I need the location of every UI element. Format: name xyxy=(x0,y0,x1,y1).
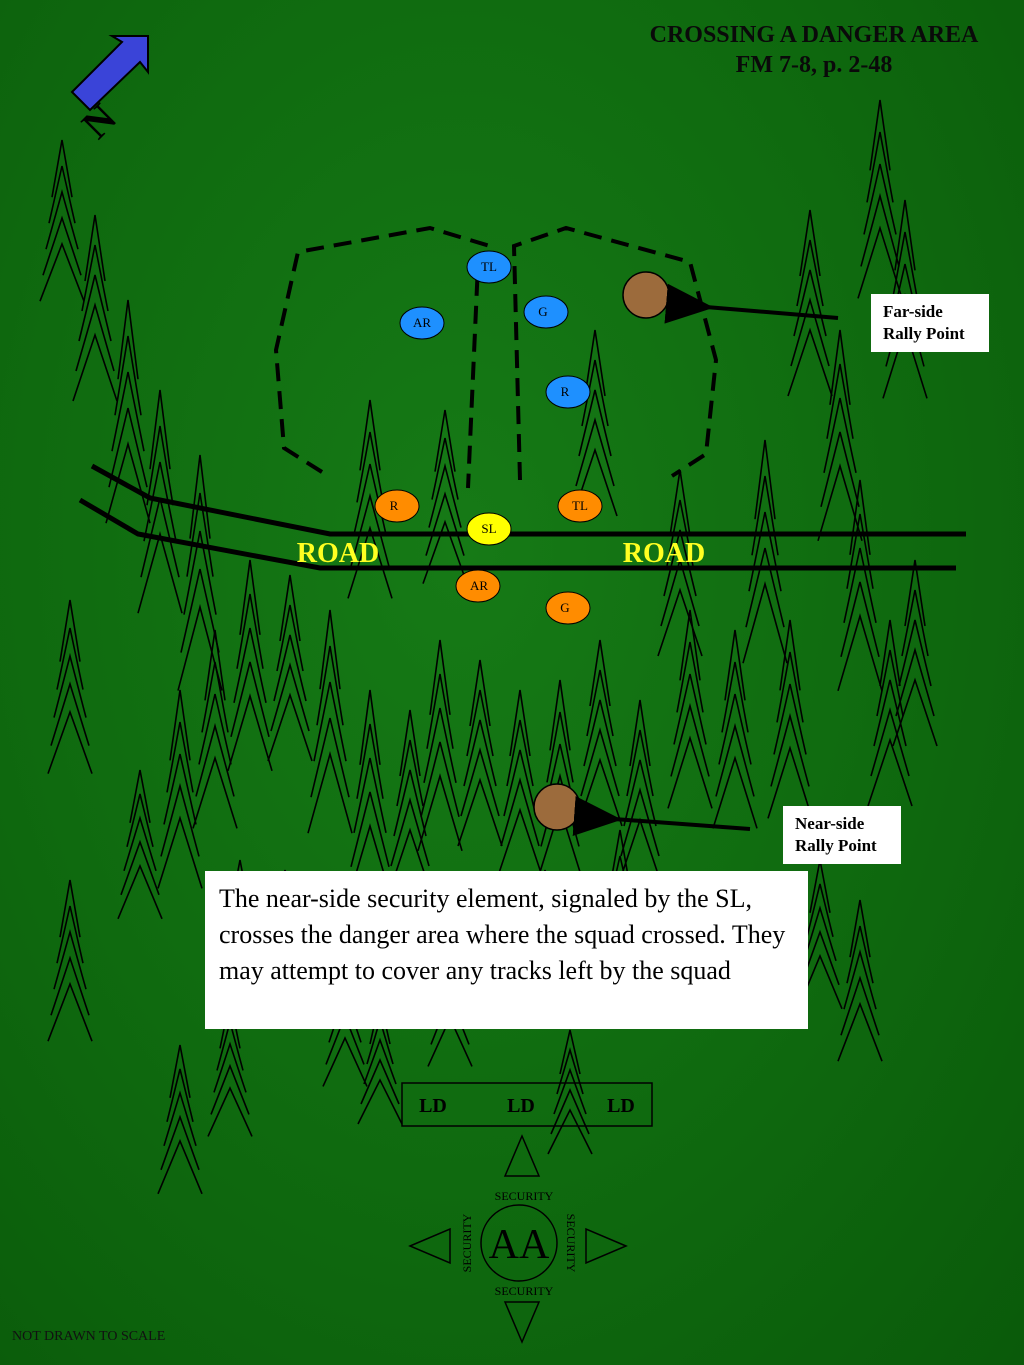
squad-leader-label: SL xyxy=(481,521,496,536)
tree-glyph xyxy=(572,329,618,517)
near-security-g-label: G xyxy=(560,600,569,615)
far-squad-tl-label: TL xyxy=(481,259,497,274)
far-squad-ar-marker xyxy=(399,306,445,340)
aa-west-triangle xyxy=(408,1227,451,1265)
road-label-right: ROAD xyxy=(623,538,705,569)
near-security-tl-label: TL xyxy=(572,498,588,513)
aa-north-triangle xyxy=(503,1134,541,1177)
ld-label-3: LD xyxy=(607,1095,635,1117)
north-label: N xyxy=(73,95,125,147)
title-line-2: FM 7-8, p. 2-48 xyxy=(735,52,893,78)
near-side-rally-callout: Near-side Rally Point xyxy=(783,806,901,864)
tree-glyph xyxy=(667,609,713,809)
title-line-1: CROSSING A DANGER AREA xyxy=(649,22,979,48)
ld-label-1: LD xyxy=(419,1095,447,1117)
near-side-callout-line-2: Rally Point xyxy=(795,836,877,855)
tree-layer xyxy=(39,99,938,1195)
description-box: The near-side security element, signaled… xyxy=(205,871,808,1029)
tree-glyph xyxy=(837,479,883,692)
tree-glyph xyxy=(157,689,203,889)
tree-glyph xyxy=(457,659,503,847)
squad-leader-marker xyxy=(466,512,512,546)
tree-glyph xyxy=(347,399,393,599)
far-squad-ar-label: AR xyxy=(413,315,431,330)
near-security-r-label: R xyxy=(390,498,399,513)
far-squad-r-marker xyxy=(545,375,591,409)
tree-glyph xyxy=(892,559,938,747)
tree-glyph xyxy=(537,679,583,879)
tree-glyph xyxy=(422,409,468,584)
near-security-ar-label: AR xyxy=(470,578,488,593)
tree-glyph xyxy=(867,619,913,807)
aa-security-right: SECURITY xyxy=(564,1214,578,1273)
far-squad-r-label: R xyxy=(561,384,570,399)
tree-glyph xyxy=(742,439,788,664)
tree-glyph xyxy=(72,214,118,402)
tree-glyph xyxy=(117,769,163,920)
tree-glyph xyxy=(577,639,623,827)
far-squad-g-label: G xyxy=(538,304,547,319)
far-side-rally-arrow xyxy=(664,283,839,324)
near-side-callout-line-1: Near-side xyxy=(795,814,865,833)
far-side-callout-line-1: Far-side xyxy=(883,302,943,321)
aa-label: AA xyxy=(489,1222,550,1268)
near-security-r-marker xyxy=(374,489,420,523)
far-squad: TL AR G R xyxy=(399,250,591,409)
road-label-left: ROAD xyxy=(297,538,379,569)
tree-glyph xyxy=(47,879,93,1042)
tree-glyph xyxy=(817,329,863,542)
far-squad-g-marker xyxy=(523,295,569,329)
line-of-departure: LD LD LD xyxy=(401,1082,653,1127)
far-side-callout-line-2: Rally Point xyxy=(883,324,965,343)
assembly-area xyxy=(408,1134,628,1344)
tree-glyph xyxy=(712,629,758,829)
near-security-element: R TL AR G xyxy=(374,489,603,625)
tree-glyph xyxy=(857,99,903,299)
tree-glyph xyxy=(417,639,463,852)
aa-east-triangle xyxy=(585,1227,628,1265)
near-side-rally-arrow xyxy=(572,796,751,837)
tree-glyph xyxy=(177,454,223,691)
tree-glyph xyxy=(547,1029,593,1155)
tree-glyph xyxy=(617,699,663,887)
tree-glyph xyxy=(267,574,313,762)
tree-glyph xyxy=(497,689,543,877)
tree-glyph xyxy=(47,599,93,774)
diagram-title: CROSSING A DANGER AREA FM 7-8, p. 2-48 xyxy=(624,20,1004,80)
tree-glyph xyxy=(347,689,393,902)
tree-glyph xyxy=(387,709,433,897)
north-arrow: N xyxy=(70,35,149,147)
tree-glyph xyxy=(307,609,353,834)
near-side-rally-point xyxy=(533,783,581,831)
tree-glyph xyxy=(157,1044,203,1195)
aa-circle xyxy=(480,1204,558,1282)
near-security-g-marker xyxy=(545,591,591,625)
near-security-ar-marker xyxy=(455,569,501,603)
aa-south-triangle xyxy=(503,1301,541,1344)
ld-label-2: LD xyxy=(507,1095,535,1117)
tree-glyph xyxy=(227,559,273,772)
aa-security-bottom: SECURITY xyxy=(495,1284,554,1298)
tree-glyph xyxy=(39,139,85,302)
not-to-scale-note: NOT DRAWN TO SCALE xyxy=(12,1329,166,1344)
far-side-rally-callout: Far-side Rally Point xyxy=(871,294,989,352)
tree-glyph xyxy=(837,899,883,1062)
tree-glyph xyxy=(137,389,183,614)
tree-glyph xyxy=(767,619,813,819)
tree-glyph xyxy=(105,299,151,524)
far-side-rally-point xyxy=(622,271,670,319)
tree-glyph xyxy=(192,629,238,829)
tree-glyph xyxy=(882,199,928,399)
aa-security-top: SECURITY xyxy=(495,1189,554,1203)
tree-glyph xyxy=(787,209,833,397)
far-squad-tl-marker xyxy=(466,250,512,284)
road xyxy=(78,463,966,571)
near-security-tl-marker xyxy=(557,489,603,523)
aa-security-left: SECURITY xyxy=(460,1213,474,1272)
